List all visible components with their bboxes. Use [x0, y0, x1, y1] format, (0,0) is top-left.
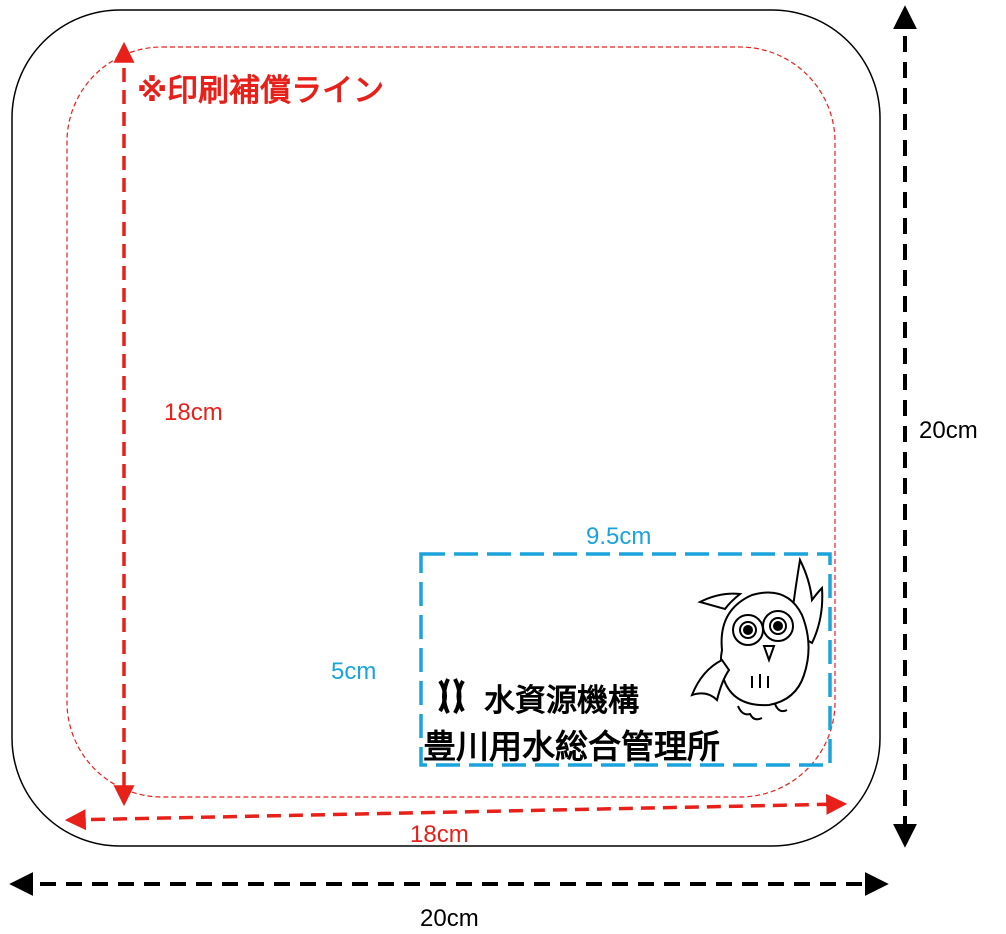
print-width-arrow	[64, 793, 848, 831]
logo-height-label: 5cm	[331, 658, 376, 685]
logo-width-label: 9.5cm	[586, 523, 651, 550]
outer-width-label: 20cm	[420, 905, 479, 932]
org-mark-icon	[438, 678, 465, 714]
logo-area-box	[419, 552, 832, 767]
logo-office-name: 豊川用水総合管理所	[423, 727, 720, 766]
outer-height-label: 20cm	[919, 417, 978, 444]
print-height-label: 18cm	[164, 399, 223, 426]
logo-org-name: 水資源機構	[484, 683, 639, 719]
print-width-label: 18cm	[410, 821, 469, 848]
print-guarantee-notice: ※印刷補償ライン	[137, 73, 384, 109]
owl-mascot-icon	[690, 556, 824, 721]
outer-outline	[11, 9, 881, 847]
